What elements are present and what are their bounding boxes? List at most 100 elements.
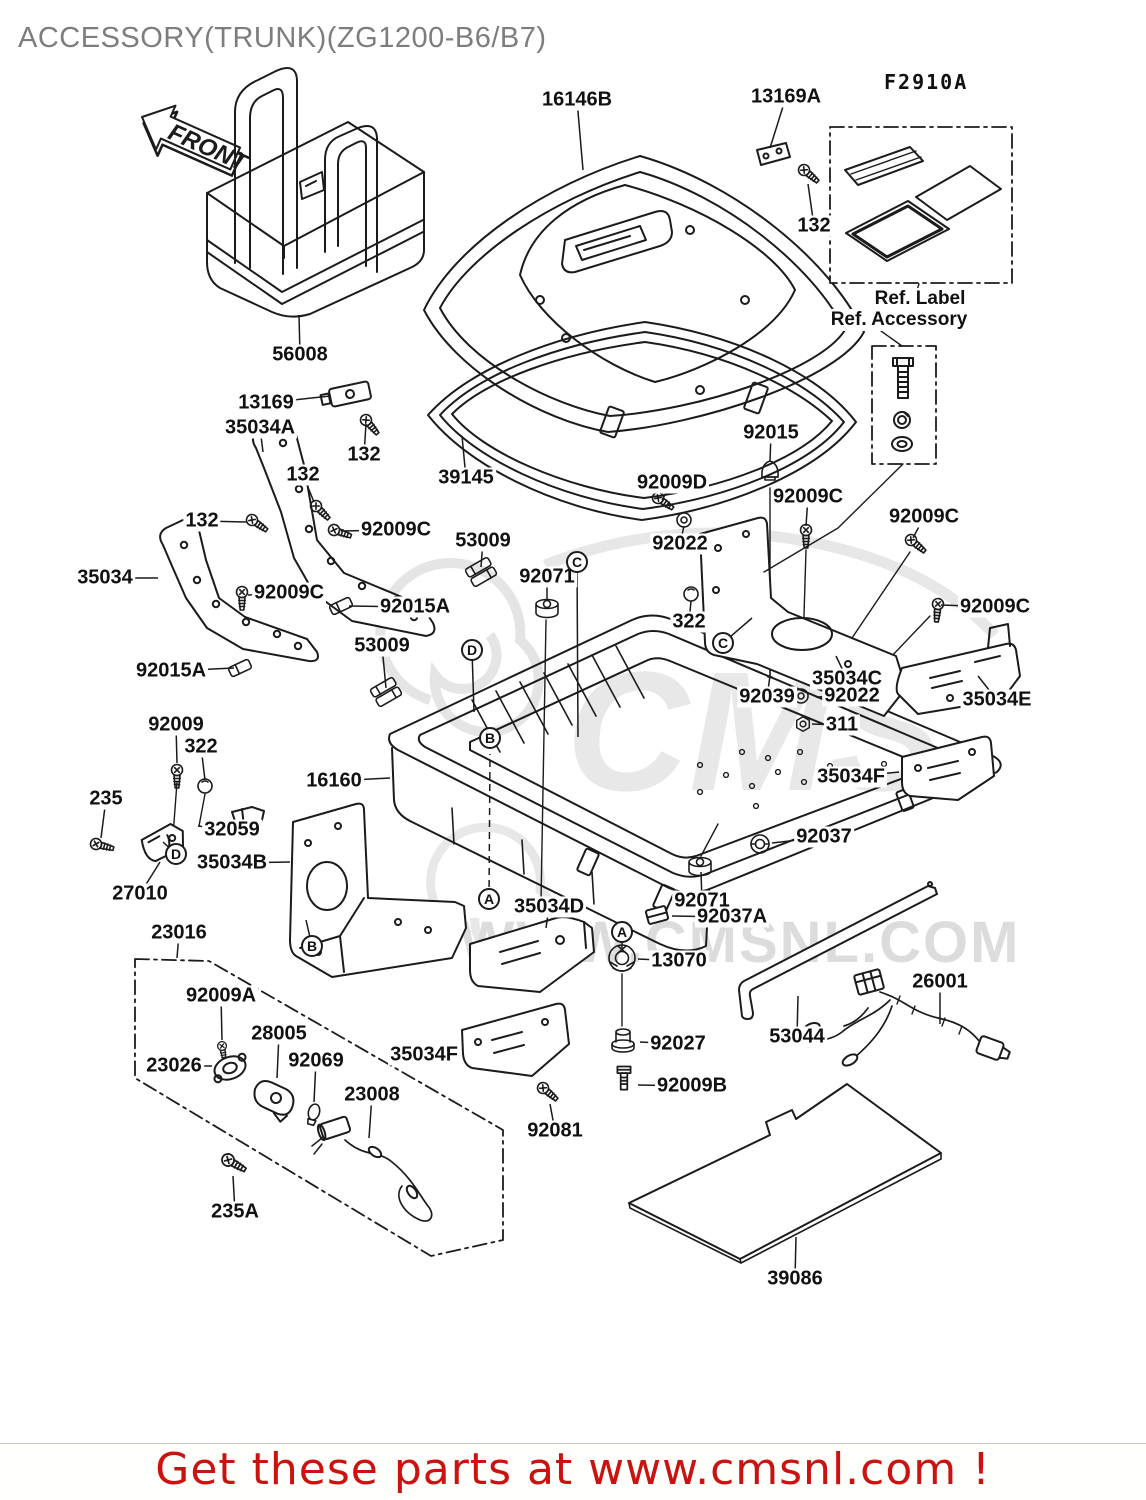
screw-92009c-r2 <box>902 531 930 557</box>
washer-92022-upper <box>676 512 692 528</box>
assembly-line <box>540 619 547 903</box>
part-label-132: 132 <box>284 463 322 486</box>
trim-rail-53044 <box>738 881 938 1020</box>
latch-13169 <box>319 380 372 408</box>
part-label-23026: 23026 <box>144 1054 204 1077</box>
ref-marker-c: C <box>712 632 734 654</box>
part-label-92009: 92009 <box>146 713 206 736</box>
part-label-92015a: 92015A <box>133 659 209 682</box>
part-label-92009c: 92009C <box>886 505 962 528</box>
screw-235a <box>218 1150 250 1177</box>
part-label-35034f: 35034F <box>815 765 887 788</box>
part-label-132: 132 <box>345 443 383 466</box>
part-label-92022: 92022 <box>822 684 882 707</box>
ref-marker-d: D <box>165 843 187 865</box>
trunk-base-16160 <box>388 614 1002 952</box>
screw-92081 <box>534 1079 562 1105</box>
part-label-92081: 92081 <box>525 1119 585 1142</box>
part-label-35034b: 35034B <box>194 851 270 874</box>
part-label-53044: 53044 <box>767 1025 827 1048</box>
part-label-92071: 92071 <box>672 889 732 912</box>
screw-235 <box>88 836 116 855</box>
part-label-92009c: 92009C <box>251 581 327 604</box>
ref-marker-d: D <box>461 639 483 661</box>
part-label-235: 235 <box>87 787 125 810</box>
part-label-35034c: 35034C <box>809 667 885 690</box>
part-label-26001: 26001 <box>910 970 970 993</box>
part-label-16146b: 16146B <box>539 88 615 111</box>
part-label-92009b: 92009B <box>654 1074 730 1097</box>
part-label-35034d: 35034D <box>511 895 587 918</box>
part-label-92009c: 92009C <box>957 595 1033 618</box>
ref-marker-c: C <box>566 551 588 573</box>
bulb-92069 <box>304 1101 323 1127</box>
collar-92027 <box>611 1028 635 1053</box>
part-label-92009c: 92009C <box>358 518 434 541</box>
part-label-39145: 39145 <box>436 466 496 489</box>
part-label-13169a: 13169A <box>748 85 824 108</box>
part-label-92071: 92071 <box>517 565 577 588</box>
part-label-132: 132 <box>183 509 221 532</box>
grommet-92071-upper <box>535 598 559 619</box>
assembly-line <box>700 823 719 857</box>
part-label-311: 311 <box>823 713 861 736</box>
part-label-35034e: 35034E <box>960 688 1034 711</box>
part-label-92069: 92069 <box>286 1049 346 1072</box>
footer-link-text[interactable]: Get these parts at www.cmsnl.com ! <box>155 1444 991 1495</box>
page-title: ACCESSORY(TRUNK)(ZG1200-B6/B7) <box>18 22 547 54</box>
part-label-53009: 53009 <box>352 634 412 657</box>
part-label-92015: 92015 <box>741 421 801 444</box>
ref-label-text: Ref. Label <box>874 288 966 310</box>
part-label-56008: 56008 <box>270 343 330 366</box>
part-label-92009c: 92009C <box>770 485 846 508</box>
part-label-132: 132 <box>795 214 833 237</box>
part-label-92015a: 92015A <box>377 595 453 618</box>
diagram-code: F2910A <box>884 70 969 94</box>
trunk-seal-39145 <box>427 321 857 521</box>
part-label-23016: 23016 <box>149 921 209 944</box>
part-label-39086: 39086 <box>765 1267 825 1290</box>
part-label-13070: 13070 <box>649 949 709 972</box>
nut-92037 <box>750 834 770 854</box>
bracket-35034f-left <box>461 1002 570 1077</box>
assembly-line <box>887 615 931 661</box>
knob-322-right <box>683 586 699 602</box>
damper-92037a <box>644 905 670 925</box>
footer-banner: Get these parts at www.cmsnl.com ! <box>0 1443 1146 1500</box>
screw-132-a <box>357 411 383 439</box>
ref-marker-a: A <box>611 921 633 943</box>
kit-boundary-23016 <box>134 958 504 1257</box>
part-label-32059: 32059 <box>202 818 262 841</box>
part-label-28005: 28005 <box>249 1022 309 1045</box>
part-label-92039: 92039 <box>737 685 797 708</box>
tool-box-56008 <box>206 67 425 318</box>
part-label-92022: 92022 <box>650 532 710 555</box>
part-label-322: 322 <box>182 735 220 758</box>
leader-line <box>576 561 579 738</box>
ref-accessory-text: Ref. Accessory <box>830 309 968 331</box>
knob-322-left <box>197 778 213 794</box>
part-label-322: 322 <box>670 610 708 633</box>
part-label-23008: 23008 <box>342 1083 402 1106</box>
assembly-line <box>851 551 911 639</box>
part-label-92027: 92027 <box>648 1032 708 1055</box>
part-label-27010: 27010 <box>110 882 170 905</box>
bracket-35034f-right <box>901 735 995 801</box>
bolt-kit-box <box>763 330 937 573</box>
screw-92009c-l1 <box>325 521 354 543</box>
bracket-35034d <box>469 916 595 993</box>
ref-label-box <box>829 126 1013 291</box>
ref-marker-b: B <box>479 727 501 749</box>
cap-23026 <box>213 1052 247 1084</box>
leader-line <box>488 753 491 900</box>
part-label-35034: 35034 <box>75 566 135 589</box>
part-label-92037: 92037 <box>794 825 854 848</box>
leader-line <box>576 99 584 171</box>
screw-92009c-r3 <box>929 597 945 624</box>
part-label-35034f: 35034F <box>388 1043 460 1066</box>
socket-wiring-23008 <box>311 1115 433 1222</box>
wiring-harness-26001 <box>801 968 1011 1067</box>
screw-132-left <box>243 511 271 536</box>
